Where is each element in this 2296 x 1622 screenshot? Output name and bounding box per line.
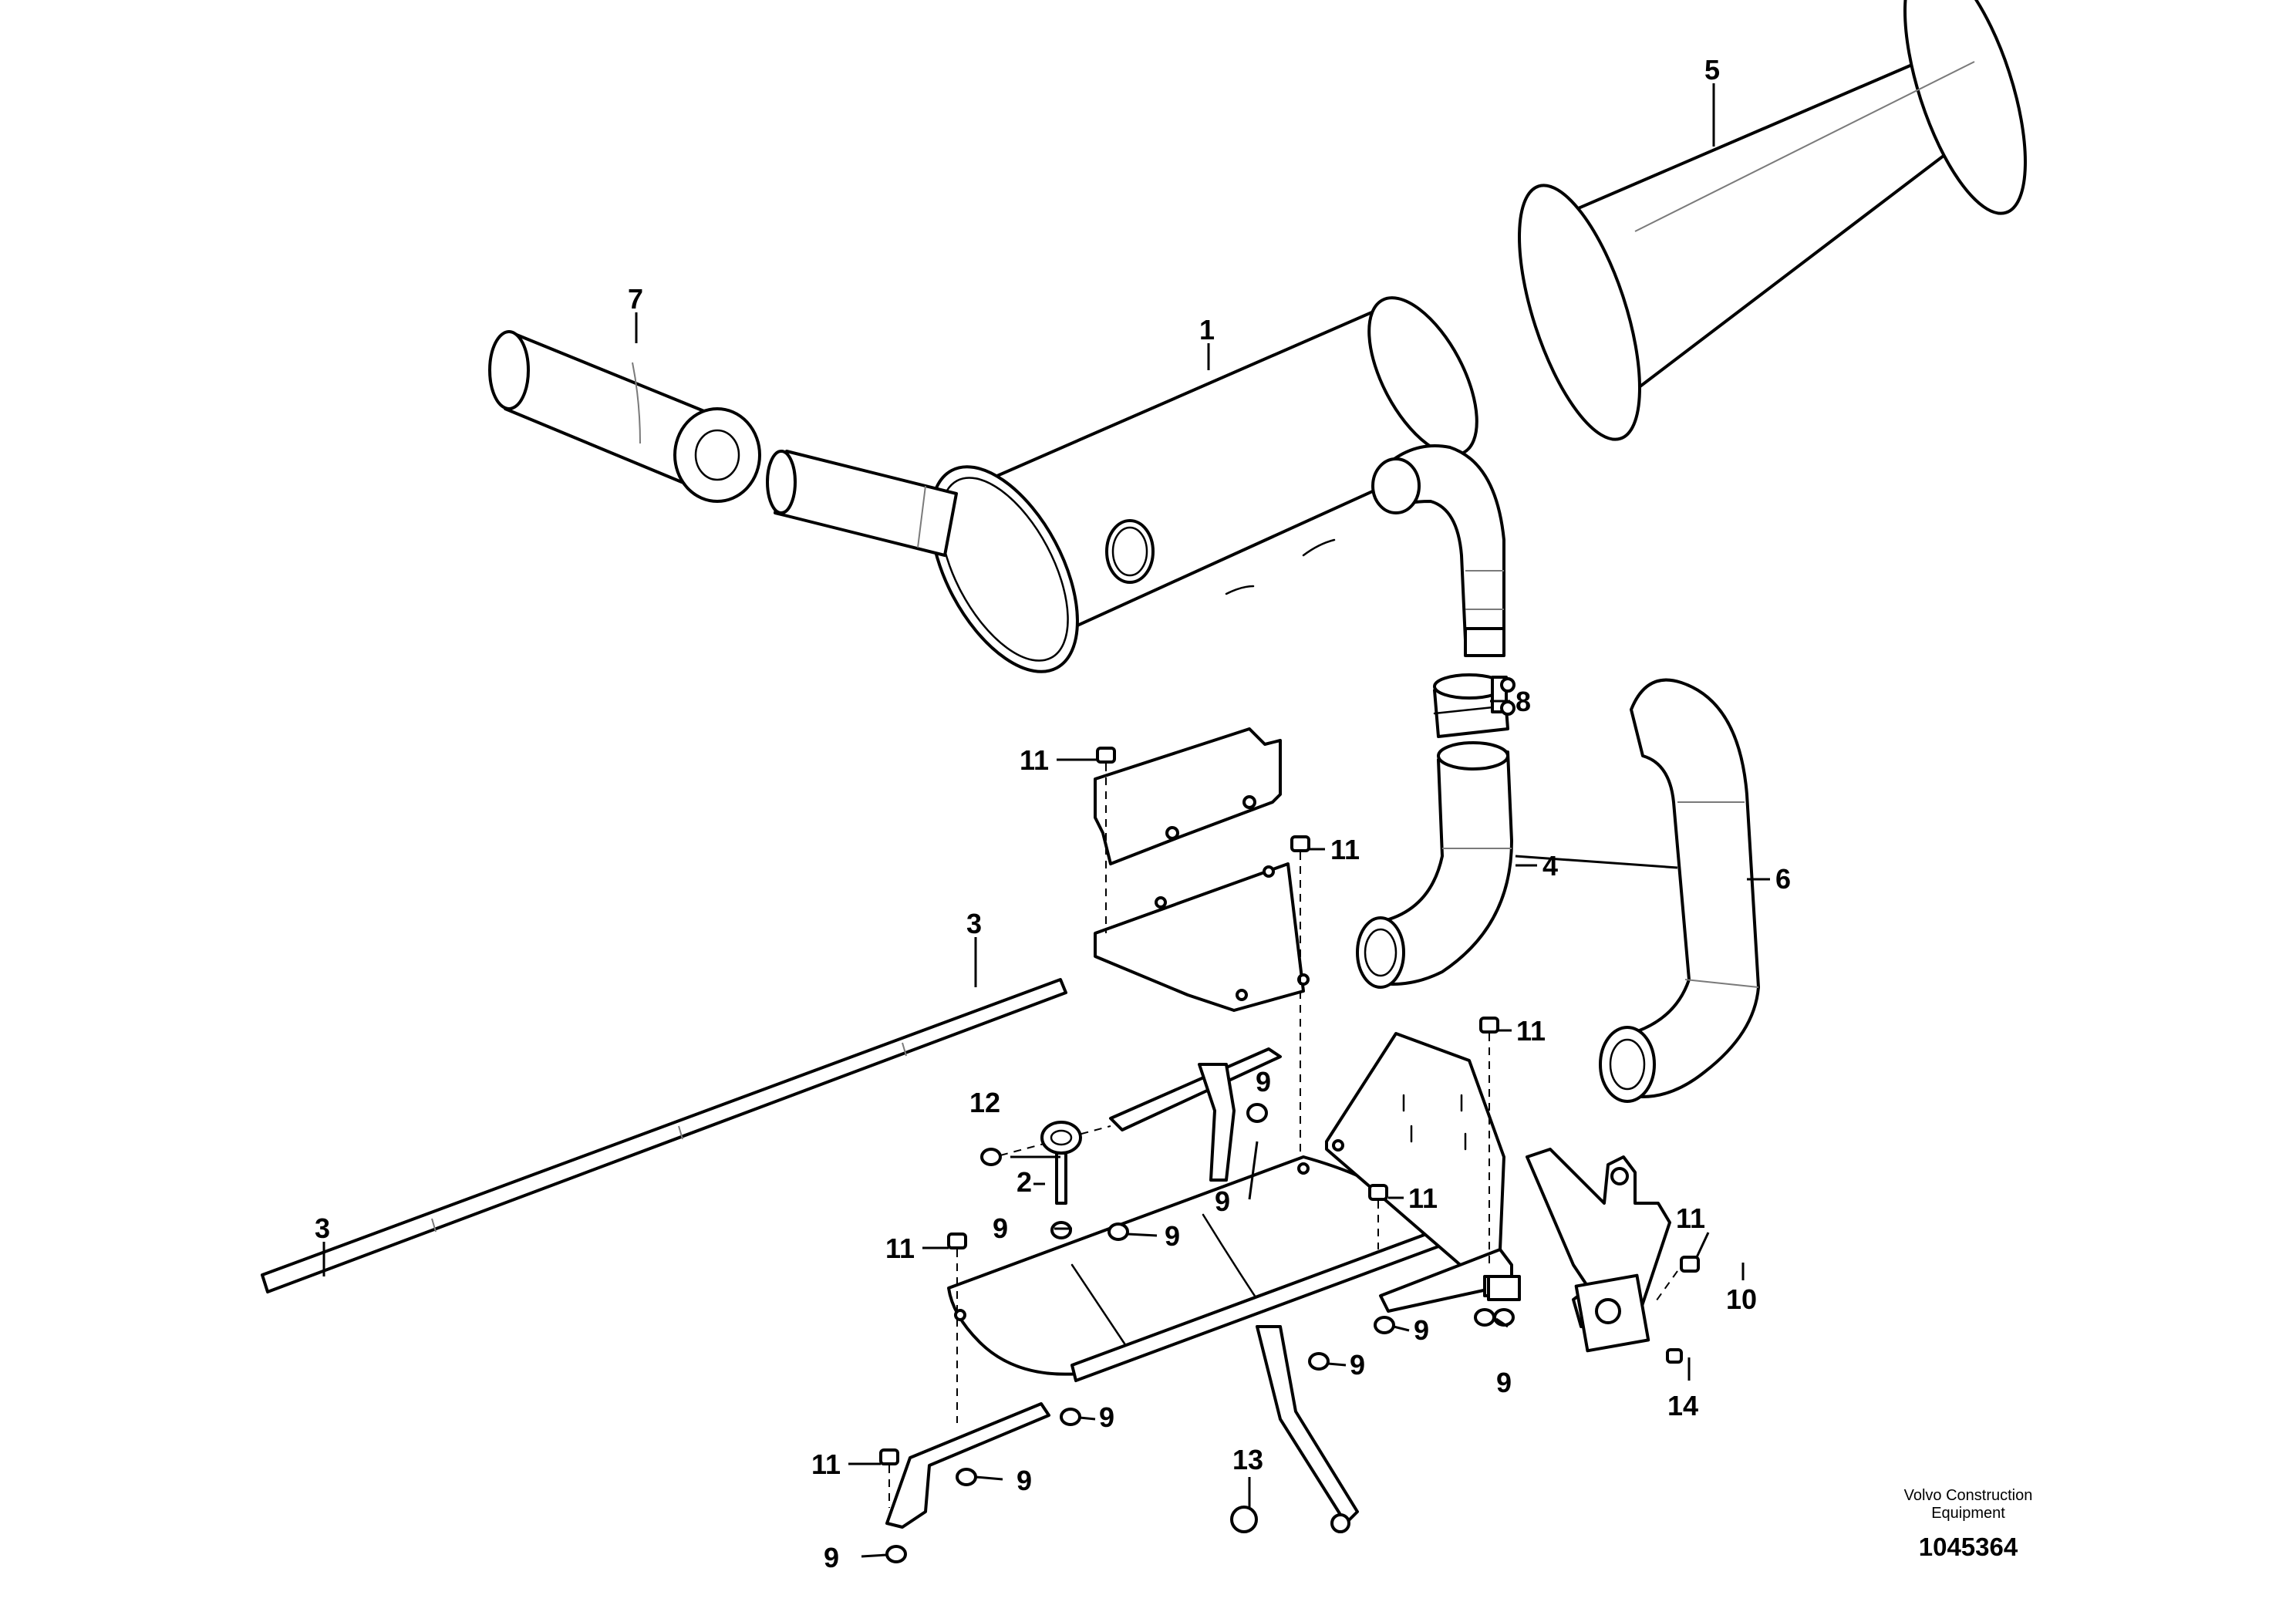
- muffler-inlet-pipe: [766, 450, 958, 557]
- part-4-exhaust-elbow: [1356, 741, 1513, 989]
- callout-1: 1: [1199, 314, 1215, 346]
- callout-3: 3: [966, 908, 982, 939]
- callout-9: 9: [1215, 1185, 1230, 1217]
- callout-4: 4: [1542, 850, 1558, 882]
- callout-9: 9: [993, 1212, 1008, 1244]
- brand-line-2: Equipment: [1931, 1505, 2005, 1522]
- callout-11: 11: [1330, 834, 1360, 865]
- callout-8: 8: [1515, 686, 1531, 717]
- footer: Volvo Construction Equipment 1045364: [1904, 1487, 2033, 1561]
- callout-9: 9: [1414, 1314, 1429, 1346]
- callout-13: 13: [1232, 1444, 1263, 1475]
- callout-11: 11: [1516, 1015, 1546, 1047]
- callout-9: 9: [1350, 1349, 1365, 1381]
- callout-5: 5: [1704, 54, 1720, 86]
- callout-11: 11: [885, 1233, 915, 1264]
- callout-3: 3: [315, 1212, 330, 1244]
- callout-9: 9: [1496, 1367, 1512, 1398]
- part-1-muffler: [929, 296, 1505, 673]
- upper-mounting-bracket: [1094, 727, 1310, 1012]
- leader-lines: [322, 83, 1770, 1558]
- callout-2: 2: [1017, 1166, 1032, 1198]
- callout-9: 9: [1099, 1401, 1114, 1433]
- part-5-heat-shield: [1518, 0, 2027, 441]
- callout-9: 9: [1165, 1220, 1180, 1252]
- part-7-tailpipe: [488, 330, 761, 503]
- callout-6: 6: [1775, 863, 1791, 895]
- callout-12: 12: [969, 1087, 1000, 1118]
- part-6-elbow-hose: [1599, 678, 1760, 1103]
- part-8-clamp: [1433, 673, 1515, 738]
- support-strut: [1109, 1047, 1282, 1182]
- callout-11: 11: [1676, 1202, 1705, 1234]
- document-number: 1045364: [1919, 1533, 2018, 1561]
- callout-11: 11: [1020, 744, 1049, 776]
- brand-line-1: Volvo Construction: [1904, 1487, 2033, 1504]
- part-13-rod: [1256, 1325, 1359, 1533]
- callout-11: 11: [1408, 1182, 1438, 1214]
- callout-14: 14: [1667, 1390, 1698, 1421]
- hinge-bracket: [1526, 1148, 1671, 1353]
- side-bracket-plate: [1325, 1032, 1505, 1274]
- callout-11: 11: [811, 1448, 841, 1480]
- callout-10: 10: [1726, 1283, 1757, 1315]
- callout-9: 9: [1017, 1465, 1032, 1496]
- callout-7: 7: [628, 283, 643, 315]
- lower-left-bracket: [885, 1402, 1050, 1529]
- callout-9: 9: [824, 1542, 839, 1573]
- callout-labels: 1 2 3 3 4 5 6 7 8 9 9 9 9 9 9 9 9 9 9 10…: [315, 54, 1791, 1573]
- part-3-insulation-strip: [261, 978, 1067, 1293]
- callout-9: 9: [1256, 1066, 1271, 1098]
